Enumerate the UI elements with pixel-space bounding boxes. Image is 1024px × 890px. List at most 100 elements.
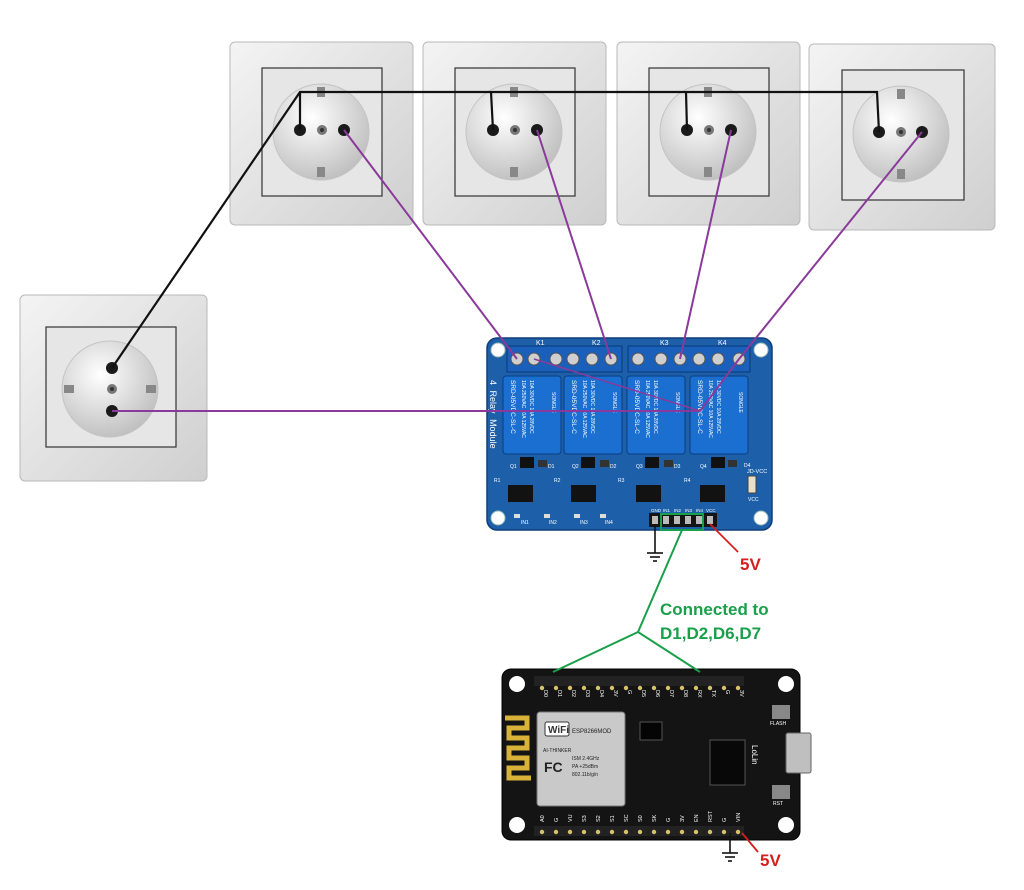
pin-hole: [707, 829, 713, 835]
pin-hole: [623, 829, 629, 835]
power-source-socket: [19, 294, 208, 482]
wifi-standard: 802.11b/g/n: [572, 772, 598, 778]
flash-label: FLASH: [770, 721, 787, 727]
pin-hole: [595, 685, 601, 691]
diode-d1: D1: [548, 464, 555, 470]
reset-button: [772, 785, 790, 799]
led-label-in3: IN3: [580, 520, 588, 526]
pin-label: G: [666, 818, 672, 822]
pin-hole: [735, 685, 741, 691]
top-pin-row: [534, 676, 744, 686]
resistor-r4: R4: [684, 478, 691, 484]
transistor-q2: Q2: [572, 464, 579, 470]
neutral-drop-3: [684, 91, 689, 131]
pin-label: EN: [694, 814, 700, 822]
relay-k3-rating: 10A 250VAC 10A 125VAC: [644, 380, 650, 438]
relay-module-title-3: Module: [488, 419, 498, 449]
flash-button: [772, 705, 790, 719]
pin-label: VU: [568, 814, 574, 822]
relay-k3-rating-dc: 10A 30VDC 10A 28VDC: [652, 380, 658, 434]
pin-hole: [651, 685, 657, 691]
diode-d2: D2: [610, 464, 617, 470]
connection-label-line2: D1,D2,D6,D7: [660, 624, 761, 643]
pin-hole: [637, 685, 643, 691]
relay-input-header: GND IN1 IN2 IN3 IN4 VCC: [649, 508, 717, 531]
ism-band: ISM 2.4GHz: [572, 756, 600, 762]
relay-k2-rating: 10A 250VAC 10A 125VAC: [581, 380, 587, 438]
pin-label: SC: [624, 814, 630, 822]
lolin-brand: LoLin: [750, 745, 759, 765]
mcu-5v-label: 5V: [760, 851, 781, 870]
relay-k1-rating: 10A 250VAC 10A 125VAC: [520, 380, 526, 438]
pin-label: D8: [682, 690, 688, 697]
pin-label: A0: [540, 815, 546, 822]
pin-hole: [567, 685, 573, 691]
relay-k2: SRD-05VDC-SL-C 10A 250VAC 10A 125VAC 10A…: [563, 375, 623, 455]
vcc-wiring: [709, 523, 759, 853]
resistor-r3: R3: [618, 478, 625, 484]
relay-5v-label: 5V: [740, 555, 761, 574]
jd-vcc-jumper: JD-VCC VCC: [747, 469, 767, 503]
pin-label: D1: [556, 690, 562, 697]
pin-hole: [609, 685, 615, 691]
relay-k4-brand: SONGLE: [737, 392, 743, 414]
relay-k1: SRD-05VDC-SL-C 10A 250VAC 10A 125VAC 10A…: [502, 375, 562, 455]
switched-wire-k2: [536, 129, 612, 360]
pcb-antenna-icon: [505, 715, 531, 781]
pin-label: RST: [708, 810, 714, 822]
pin-hole: [553, 829, 559, 835]
relay-vcc-lead: [709, 523, 739, 553]
diode-d3: D3: [674, 464, 681, 470]
pin-hole: [553, 685, 559, 691]
terminal-block-k1k2: [506, 345, 623, 373]
pin-hole: [609, 829, 615, 835]
relay-k2-model: SRD-05VDC-SL-C: [570, 380, 577, 434]
jumper-vcc-label: VCC: [748, 497, 759, 503]
connection-label-line1: Connected to: [660, 600, 769, 619]
relay-module-4ch: K1 K2 K3 K4 SRD-05VDC-SL-C 10A 250VAC 10…: [486, 337, 773, 531]
pin-hole: [693, 685, 699, 691]
pin-label: 3V: [738, 690, 744, 697]
header-gnd: GND: [651, 508, 662, 513]
relay-label-k3: K3: [660, 340, 669, 347]
pin-label: D3: [584, 690, 590, 697]
module-name: ESP8266MOD: [572, 729, 612, 735]
switched-wiring: [112, 129, 923, 412]
pin-hole: [581, 685, 587, 691]
signal-wiring: [552, 529, 701, 673]
pin-label: G: [626, 690, 632, 694]
relay-label-k2: K2: [592, 340, 601, 347]
power-socket-3: [616, 41, 801, 226]
pin-label: D2: [570, 690, 576, 697]
relay-k4-model: SRD-05VDC-SL-C: [696, 380, 703, 434]
pin-hole: [595, 829, 601, 835]
pin-label: D5: [640, 690, 646, 697]
switched-wire-k1: [343, 129, 518, 360]
pin-label: S1: [610, 815, 616, 822]
pin-label: D0: [542, 690, 548, 697]
esp8266-module: WiFi ESP8266MOD AI-THINKER FC ISM 2.4GHz…: [536, 711, 626, 807]
pin-hole: [623, 685, 629, 691]
mcu-ground-symbol: [722, 833, 738, 862]
pin-hole: [567, 829, 573, 835]
rst-label: RST: [773, 801, 783, 807]
vendor-name: AI-THINKER: [543, 748, 572, 754]
led-label-in2: IN2: [549, 520, 557, 526]
switched-wire-k3: [679, 129, 732, 360]
header-in4: IN4: [696, 508, 704, 513]
relay-k2-brand: SONGLE: [611, 392, 617, 414]
relay-k4-rating: 10A 250VAC 10A 125VAC: [707, 380, 713, 438]
resistor-r1: R1: [494, 478, 501, 484]
resistor-r2: R2: [554, 478, 561, 484]
pin-hole: [679, 829, 685, 835]
pin-hole: [721, 685, 727, 691]
common-bus-wire: [533, 358, 701, 412]
pin-hole: [679, 685, 685, 691]
pin-hole: [665, 685, 671, 691]
pin-label: G: [724, 690, 730, 694]
relay-label-k4: K4: [718, 340, 727, 347]
pin-hole: [735, 829, 741, 835]
header-in3: IN3: [685, 508, 693, 513]
mcu-vin-lead: [741, 832, 759, 853]
